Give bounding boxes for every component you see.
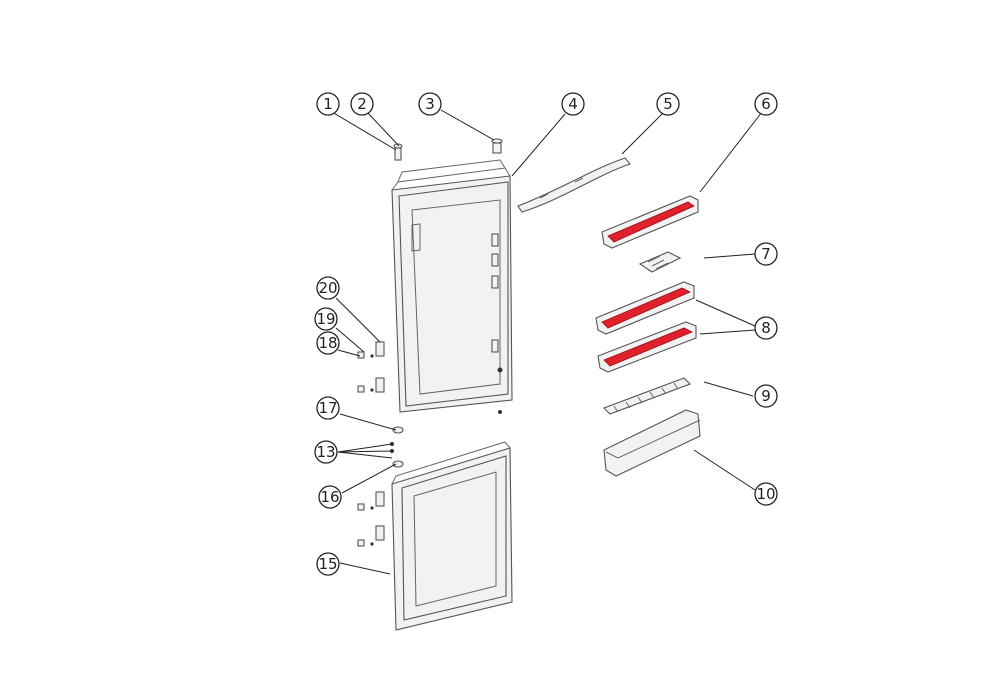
callout-8: 8 (754, 316, 778, 340)
egg-tray (638, 251, 682, 273)
callout-number: 18 (318, 334, 337, 352)
callout-circle (316, 92, 340, 116)
callout-17: 17 (316, 396, 340, 420)
callout-number: 9 (761, 387, 771, 405)
callout-number: 3 (425, 95, 435, 113)
callout-circle (316, 552, 340, 576)
callout-circle (314, 307, 338, 331)
upper-door (391, 159, 513, 413)
shelf-8-upper (595, 281, 695, 335)
callout-circle (754, 482, 778, 506)
callout-circle (561, 92, 585, 116)
handle-strip (517, 157, 631, 213)
callout-number: 4 (568, 95, 578, 113)
callout-number: 20 (318, 279, 337, 297)
callout-circle (418, 92, 442, 116)
callout-2: 2 (350, 92, 374, 116)
callout-number: 17 (318, 399, 337, 417)
callout-number: 16 (320, 488, 339, 506)
callout-19: 19 (314, 307, 338, 331)
callout-circle (754, 316, 778, 340)
callout-number: 7 (761, 245, 771, 263)
callout-number: 15 (318, 555, 337, 573)
callout-circle (754, 92, 778, 116)
callout-circle (316, 331, 340, 355)
shelf-8-lower (597, 321, 697, 373)
callout-9: 9 (754, 384, 778, 408)
callout-number: 2 (357, 95, 367, 113)
callout-10: 10 (754, 482, 778, 506)
hinge-pin-top-right (491, 138, 503, 154)
shelf-rail (603, 377, 691, 415)
callout-circle (656, 92, 680, 116)
callout-circle (350, 92, 374, 116)
callout-number: 6 (761, 95, 771, 113)
callout-circle (754, 384, 778, 408)
callout-circle (318, 485, 342, 509)
callout-18: 18 (316, 331, 340, 355)
callout-13: 13 (314, 440, 338, 464)
callout-1: 1 (316, 92, 340, 116)
callout-number: 19 (316, 310, 335, 328)
leader-lines (331, 109, 763, 575)
callout-number: 10 (756, 485, 775, 503)
callout-circle (754, 242, 778, 266)
callout-16: 16 (318, 485, 342, 509)
bottle-shelf (603, 409, 701, 477)
lower-door (391, 441, 513, 631)
callout-5: 5 (656, 92, 680, 116)
callout-4: 4 (561, 92, 585, 116)
callout-number: 13 (316, 443, 335, 461)
callout-7: 7 (754, 242, 778, 266)
callout-3: 3 (418, 92, 442, 116)
callout-20: 20 (316, 276, 340, 300)
callout-6: 6 (754, 92, 778, 116)
callout-number: 1 (323, 95, 333, 113)
callout-circle (316, 396, 340, 420)
callout-15: 15 (316, 552, 340, 576)
callout-circle (316, 276, 340, 300)
callout-number: 5 (663, 95, 673, 113)
callout-layer: 1 2 3 4 5 6 7 8 9 10 13 15 16 17 18 19 20 (314, 92, 778, 576)
shelf-6 (601, 195, 699, 249)
hinge-pin-top-left (393, 143, 403, 161)
callout-circle (314, 440, 338, 464)
callout-number: 8 (761, 319, 771, 337)
